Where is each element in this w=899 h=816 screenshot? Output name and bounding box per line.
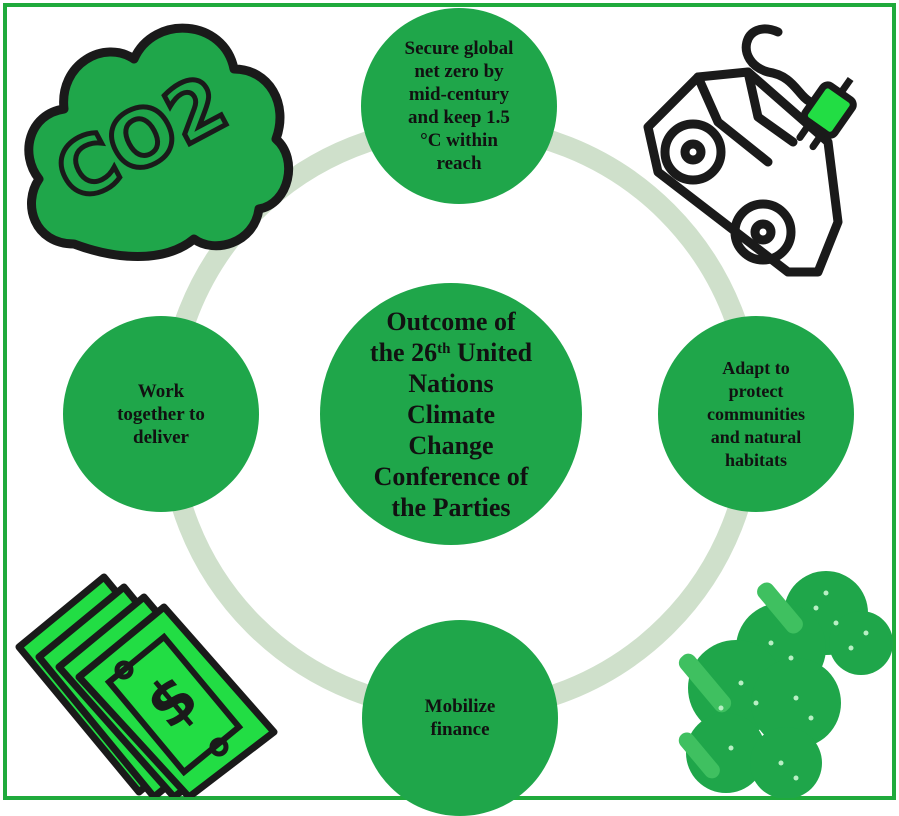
broccoli-icon [678, 571, 893, 798]
goal-net-zero-text: Secure global net zero by mid-century an… [404, 38, 514, 174]
goal-net-zero: Secure global net zero by mid-century an… [361, 8, 557, 204]
center-line-1: Outcome of [386, 306, 516, 336]
goal-work-together: Work together to deliver [63, 316, 259, 512]
goal-mobilize-finance-text: Mobilize finance [424, 696, 496, 740]
goal-work-together-text: Work together to deliver [117, 380, 205, 448]
goal-mobilize-finance: Mobilize finance [362, 620, 558, 816]
goal-adapt-text: Adapt to protect communities and natural… [707, 357, 805, 470]
center-line-rest: Nations Climate Change Conference of the… [373, 368, 529, 522]
center-line-2: the 26th United [369, 337, 533, 367]
center-outcome: Outcome of the 26th United Nations Clima… [320, 283, 582, 545]
money-stack-icon: $ [15, 573, 278, 797]
co2-cloud-icon: CO2 [24, 23, 294, 261]
center-outcome-text: Outcome of the 26th United Nations Clima… [370, 306, 532, 523]
goal-adapt: Adapt to protect communities and natural… [658, 316, 854, 512]
electric-car-icon [643, 24, 857, 277]
